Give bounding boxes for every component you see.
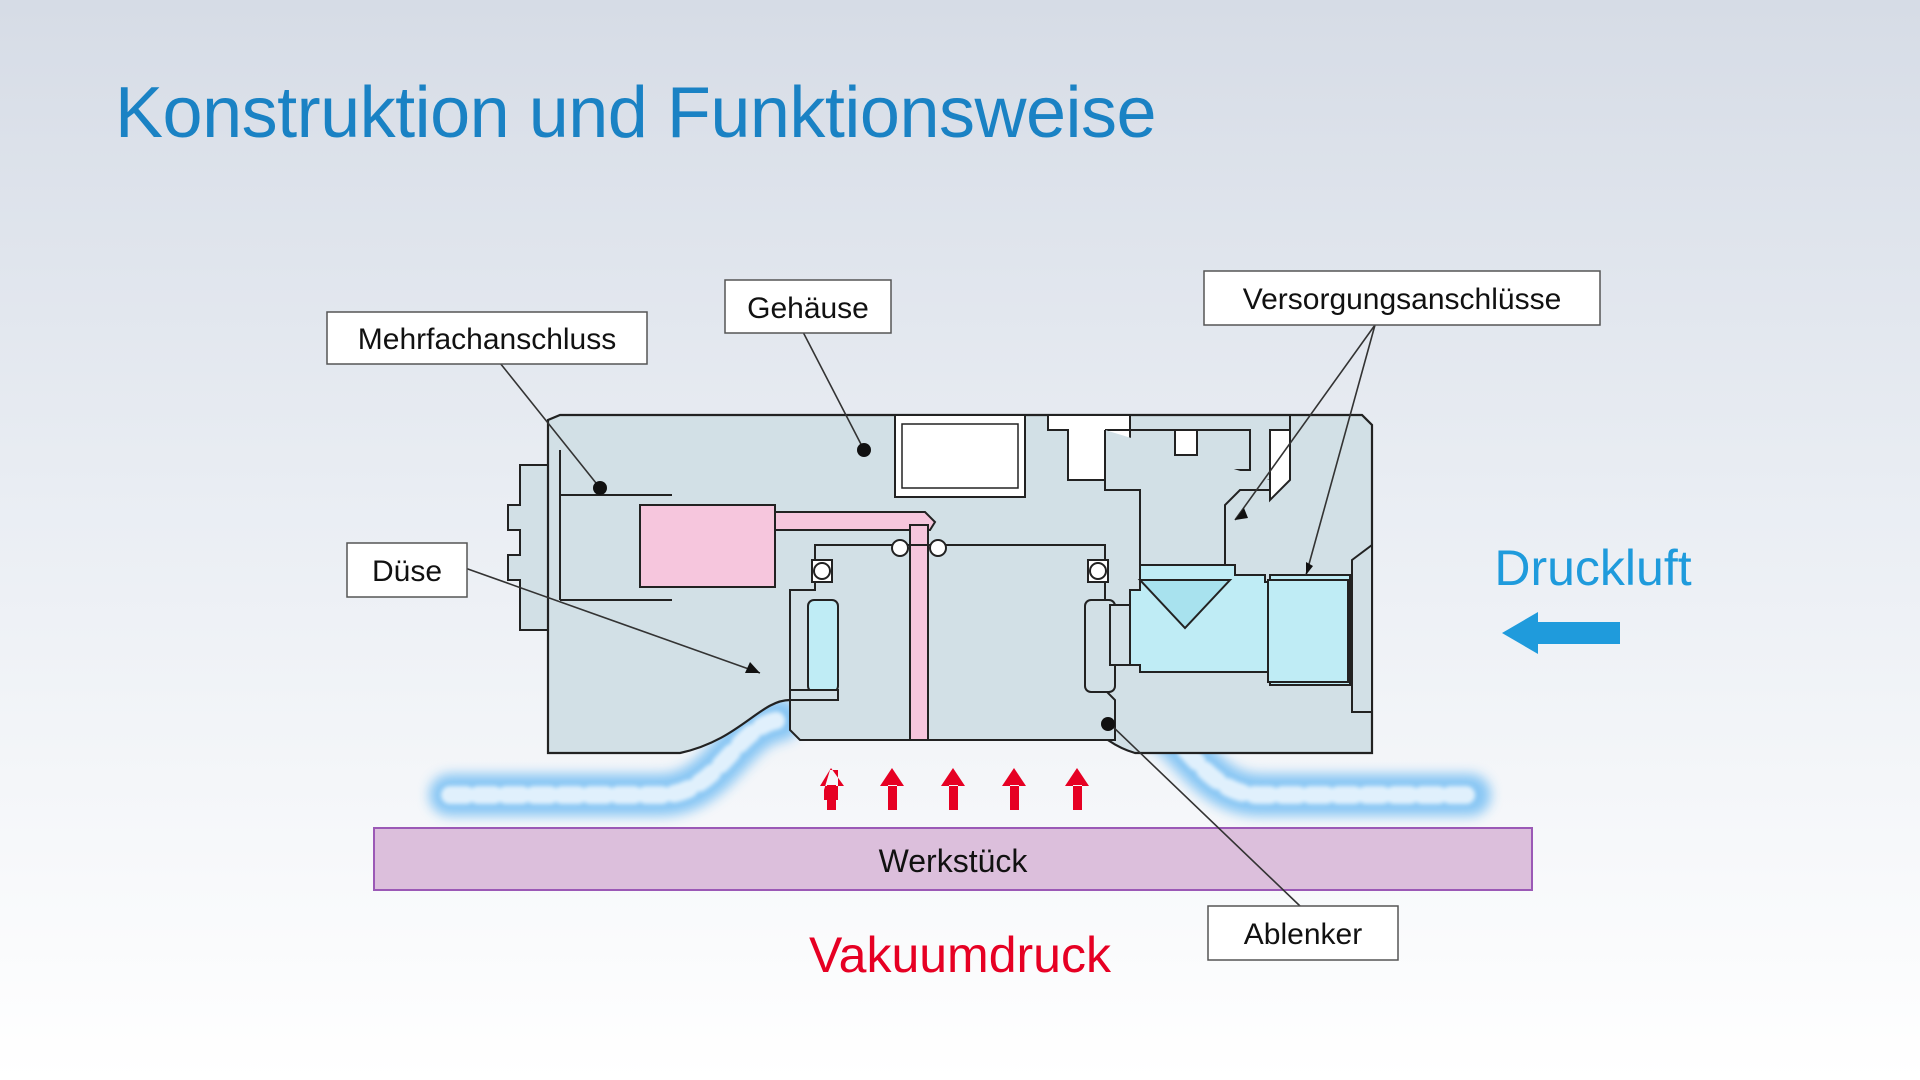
vacuum-arrow-3 (941, 768, 965, 810)
callout-mehrfachanschluss-text: Mehrfachanschluss (358, 323, 616, 356)
supply-channel (1129, 543, 1373, 713)
inner-contour (559, 450, 672, 601)
vacuum-arrow-1 (820, 768, 844, 810)
vacuum-arrows (820, 768, 1089, 810)
vacuum-pressure-label: Vakuumdruck (809, 927, 1112, 983)
slide-title: Konstruktion und Funktionsweise (115, 73, 1157, 153)
callout-versorgungsanschluesse-text: Versorgungsanschlüsse (1243, 283, 1562, 316)
vacuum-arrow-5 (1065, 768, 1089, 810)
vacuum-arrow-2 (880, 768, 904, 810)
supply-port-block (1047, 414, 1291, 566)
leader-dots (593, 443, 1313, 731)
callout-versorgungsanschluesse: Versorgungsanschlüsse (1203, 270, 1601, 326)
workpiece (373, 827, 1533, 891)
compressed-air-arrow (1502, 612, 1620, 654)
callout-ablenker: Ablenker (1207, 905, 1399, 961)
callout-gehaeuse-text: Gehäuse (747, 292, 869, 325)
callout-gehaeuse: Gehäuse (724, 279, 892, 334)
callout-duese: Düse (346, 542, 468, 598)
workpiece-label: Werkstück (879, 843, 1029, 879)
nozzle-left (789, 599, 839, 701)
airflow-left (429, 699, 801, 816)
callout-ablenker-text: Ablenker (1244, 918, 1362, 951)
leader-lines (464, 324, 1376, 907)
callout-duese-text: Düse (372, 555, 442, 588)
compressed-air-label: Druckluft (1494, 540, 1691, 596)
o-rings (811, 539, 1109, 583)
vacuum-arrow-4 (1002, 768, 1026, 810)
callout-mehrfachanschluss: Mehrfachanschluss (326, 311, 648, 365)
